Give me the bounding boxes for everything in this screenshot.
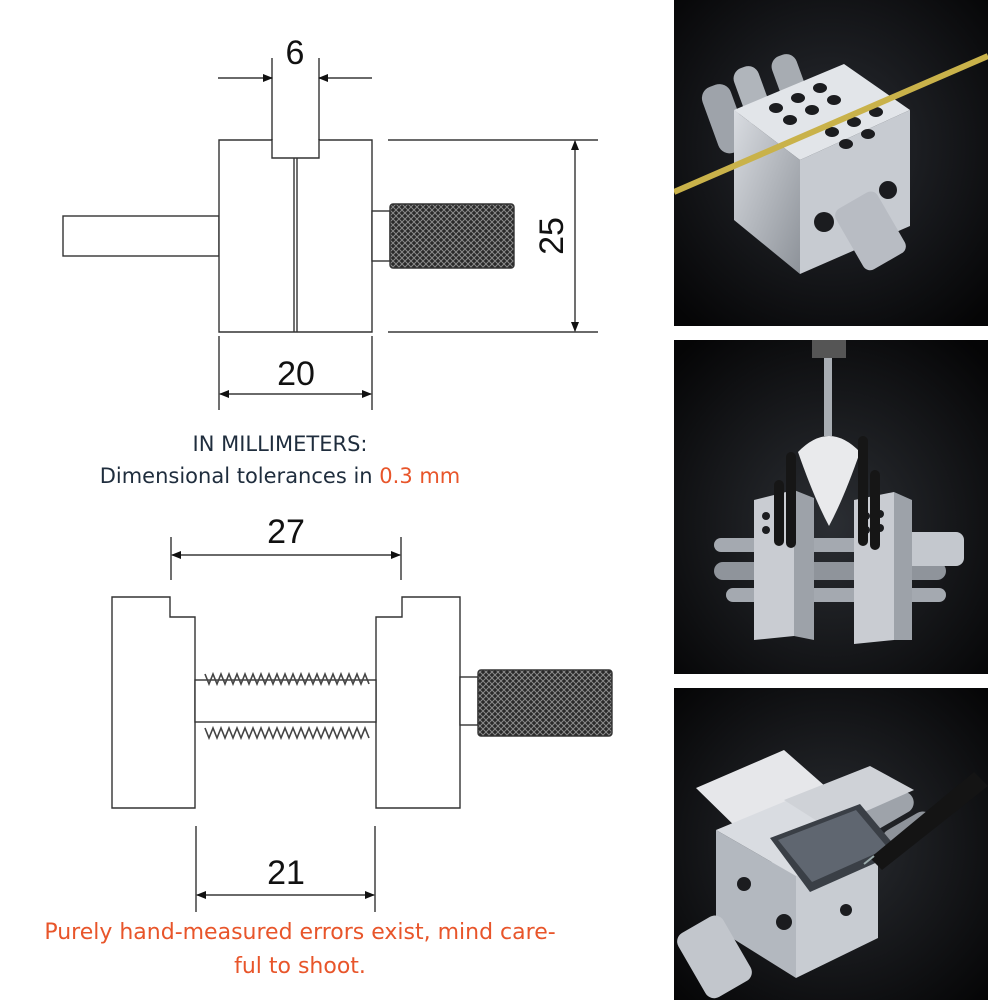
tolerance-value: 0.3 mm — [379, 464, 461, 488]
left-rod — [62, 215, 220, 257]
technical-drawing: 6 25 20 27 — [62, 34, 613, 912]
spring — [204, 671, 370, 741]
dim-25 — [388, 139, 598, 333]
dim-21 — [195, 826, 376, 912]
product-photo-1 — [674, 0, 988, 326]
units-note: IN MILLIMETERS: Dimensional tolerances i… — [0, 428, 560, 492]
units-heading: IN MILLIMETERS: — [192, 432, 368, 456]
side-knurled-knob — [477, 669, 613, 737]
side-view — [111, 596, 613, 809]
left-jaw — [111, 596, 196, 809]
product-photo-3 — [674, 688, 988, 1000]
measurement-warning: Purely hand-measured errors exist, mind … — [30, 916, 570, 984]
dim-20 — [218, 336, 373, 410]
right-jaw — [375, 596, 461, 809]
dim-27 — [170, 537, 402, 580]
top-view — [62, 139, 515, 333]
dim-6-label: 6 — [286, 34, 305, 72]
dim-27-label: 27 — [267, 513, 305, 551]
knurled-knob — [389, 203, 515, 269]
dim-6 — [218, 58, 372, 140]
screw-collar — [371, 210, 391, 262]
warning-line-2: ful to shoot. — [234, 954, 366, 979]
guide-rod — [194, 679, 377, 723]
tolerance-line: Dimensional tolerances in 0.3 mm — [0, 460, 560, 492]
tolerance-prefix: Dimensional tolerances in — [99, 464, 380, 488]
dim-20-label: 20 — [277, 355, 315, 393]
warning-line-1: Purely hand-measured errors exist, mind … — [44, 920, 556, 945]
dim-25-label: 25 — [533, 217, 571, 255]
vise-body-outline — [218, 139, 373, 333]
product-photo-2 — [674, 340, 988, 674]
side-screw-collar — [459, 676, 479, 726]
dim-21-label: 21 — [267, 854, 305, 892]
